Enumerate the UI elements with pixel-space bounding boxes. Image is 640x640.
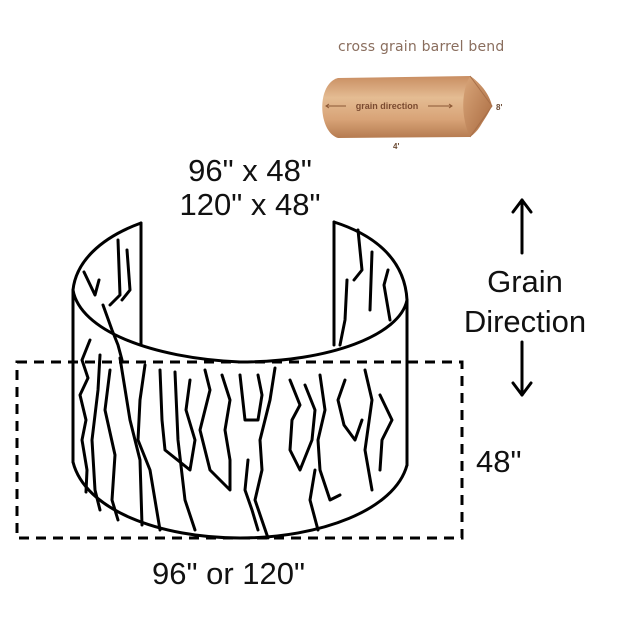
grain-direction-label: Grain Direction <box>440 262 610 342</box>
grain-label-line1: Grain <box>487 264 563 299</box>
sheet-sizes: 96" x 48" 120" x 48" <box>150 154 350 222</box>
grain-label-line2: Direction <box>463 304 587 339</box>
barrel-width-label: 4' <box>393 142 399 151</box>
barrel-illustration: grain direction 8' 4' <box>322 75 502 151</box>
sheet-size-120: 120" x 48" <box>179 187 321 222</box>
barrel-length-label: 8' <box>496 103 502 112</box>
width-dimension: 96" or 120" <box>152 556 306 591</box>
height-dimension: 48" <box>476 444 522 479</box>
barrel-title: cross grain barrel bend <box>338 39 505 55</box>
barrel-grain-label: grain direction <box>356 101 419 111</box>
wood-grain-lines <box>78 228 394 540</box>
sheet-size-96: 96" x 48" <box>188 153 312 188</box>
grain-direction-arrows <box>511 198 533 397</box>
bent-cylinder <box>71 220 409 540</box>
